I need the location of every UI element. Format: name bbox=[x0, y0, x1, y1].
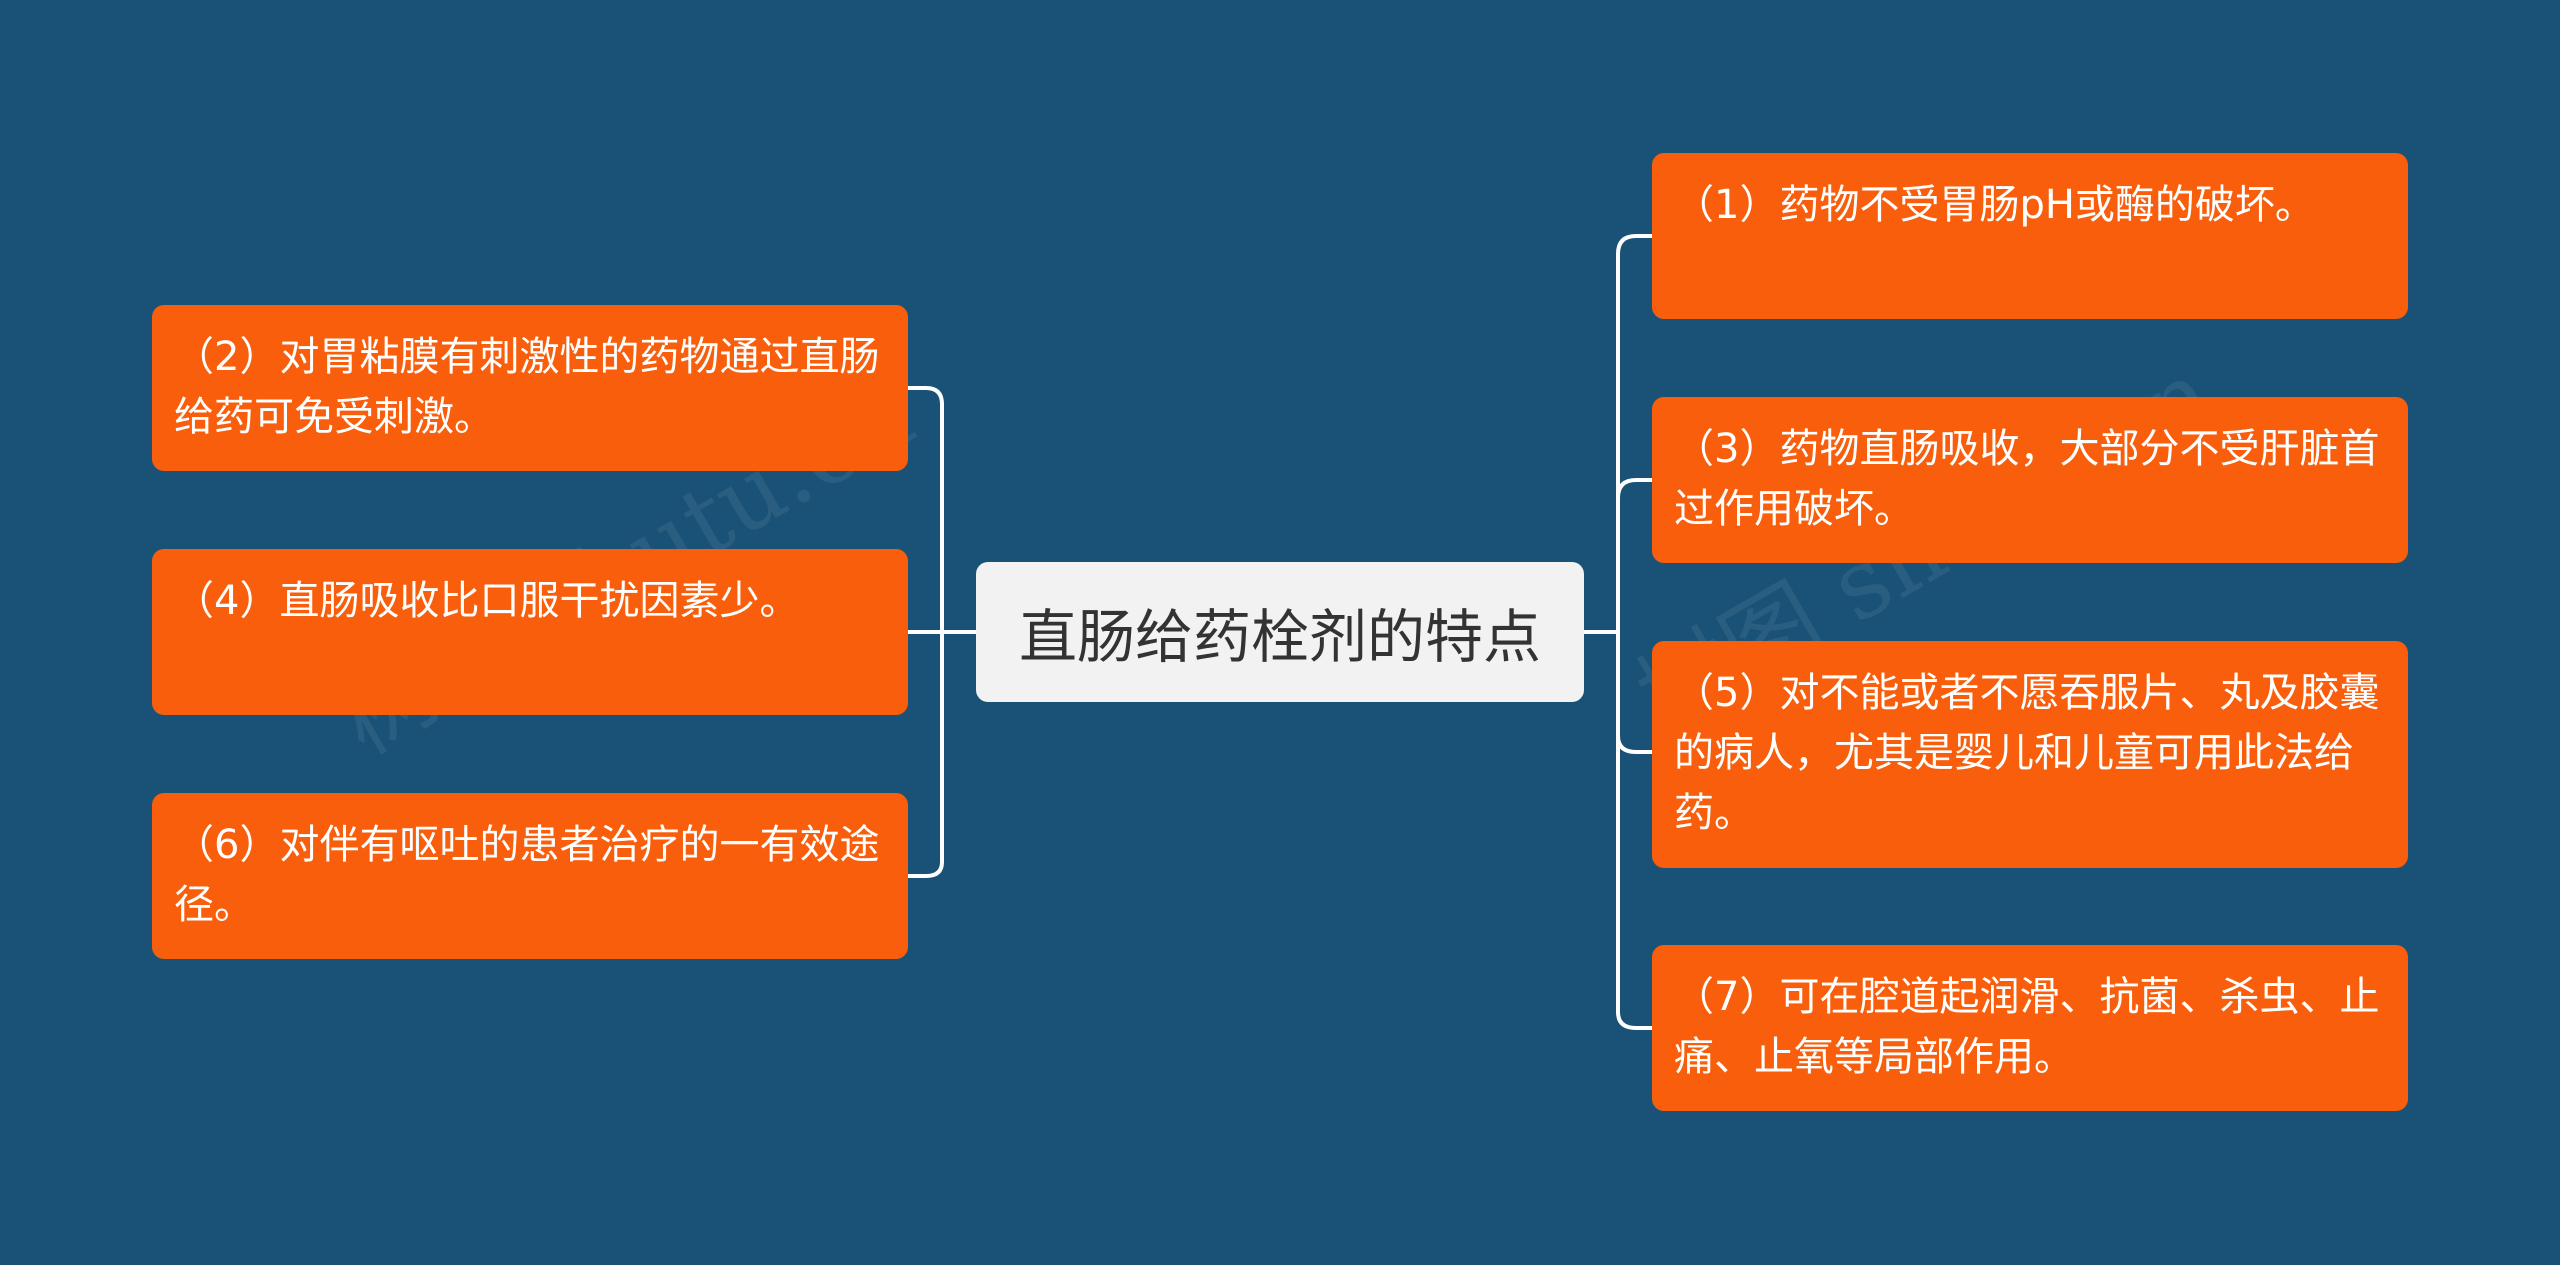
link-right-3 bbox=[1616, 734, 1654, 754]
left-node-4[interactable]: （4）直肠吸收比口服干扰因素少。 bbox=[152, 549, 908, 715]
left-node-6[interactable]: （6）对伴有呕吐的患者治疗的一有效途径。 bbox=[152, 793, 908, 959]
right-node-3[interactable]: （3）药物直肠吸收，大部分不受肝脏首过作用破坏。 bbox=[1652, 397, 2408, 563]
link-right-4 bbox=[1616, 1010, 1654, 1030]
link-left-3 bbox=[906, 860, 944, 878]
right-node-7[interactable]: （7）可在腔道起润滑、抗菌、杀虫、止痛、止氧等局部作用。 bbox=[1652, 945, 2408, 1111]
right-node-5[interactable]: （5）对不能或者不愿吞服片、丸及胶囊的病人，尤其是婴儿和儿童可用此法给药。 bbox=[1652, 641, 2408, 868]
left-node-2[interactable]: （2）对胃粘膜有刺激性的药物通过直肠给药可免受刺激。 bbox=[152, 305, 908, 471]
link-right-2 bbox=[1616, 478, 1654, 500]
link-right-1 bbox=[1616, 234, 1654, 256]
root-node[interactable]: 直肠给药栓剂的特点 bbox=[976, 562, 1584, 702]
right-node-1[interactable]: （1）药物不受胃肠pH或酶的破坏。 bbox=[1652, 153, 2408, 319]
link-left-1 bbox=[906, 386, 944, 406]
